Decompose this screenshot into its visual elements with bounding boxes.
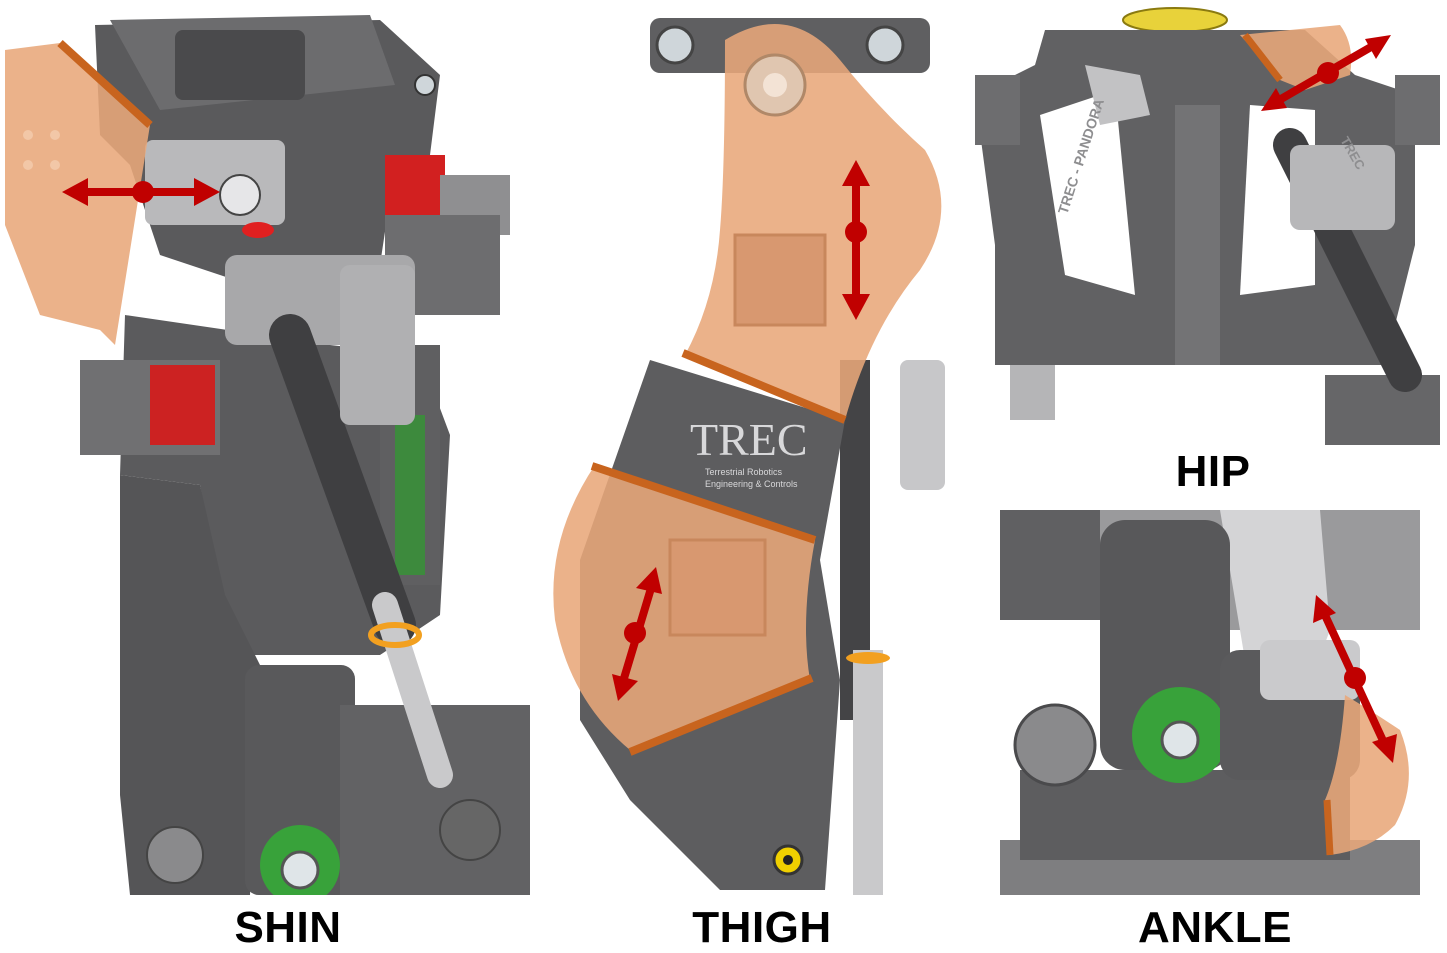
thigh-caption: THIGH	[692, 903, 832, 952]
trec-logo-line2: Engineering & Controls	[705, 479, 798, 489]
ankle-render	[1000, 510, 1420, 895]
ankle-motion-arrow	[1313, 595, 1397, 763]
trec-logo: TREC Terrestrial Robotics Engineering & …	[690, 414, 808, 489]
ankle-caption: ANKLE	[1137, 903, 1293, 952]
hip-motion-arrow	[1261, 35, 1391, 111]
thigh-render: TREC Terrestrial Robotics Engineering & …	[553, 18, 945, 895]
shin-panel	[0, 15, 535, 895]
shin-render	[5, 15, 530, 895]
ankle-panel	[1000, 510, 1420, 895]
trec-logo-line1: Terrestrial Robotics	[705, 467, 783, 477]
hip-panel: TREC - PANDORA TREC	[975, 5, 1440, 445]
thigh-panel: TREC Terrestrial Robotics Engineering & …	[540, 0, 960, 895]
shin-motion-arrow	[62, 178, 220, 206]
hip-caption: HIP	[1175, 447, 1251, 496]
shin-caption: SHIN	[234, 903, 342, 952]
thigh-upper-arrow	[842, 160, 870, 320]
trec-logo-mark: TREC	[690, 414, 808, 465]
thigh-lower-arrow	[612, 567, 662, 701]
hip-render: TREC - PANDORA TREC	[975, 7, 1440, 445]
